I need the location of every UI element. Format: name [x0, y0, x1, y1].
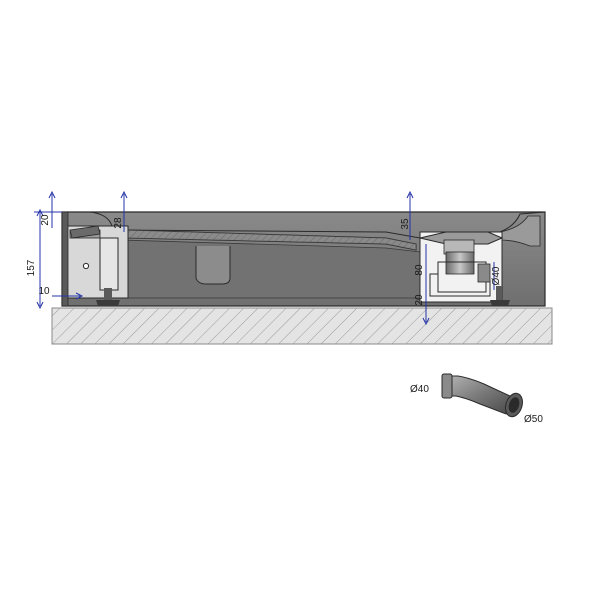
foot-screw-icon: [82, 262, 90, 270]
dim-outlet-dia: Ø40: [491, 266, 502, 285]
elbow-outlet-dia: Ø50: [524, 414, 543, 425]
dim-drain-height: 80: [414, 264, 425, 276]
floor: [51, 307, 553, 345]
dim-drain-top: 35: [400, 218, 411, 230]
elbow-pipe: [441, 373, 523, 418]
drain-assembly: [419, 231, 510, 306]
dim-total-height: 157: [26, 259, 37, 276]
dim-drain-bottom: 20: [414, 294, 425, 306]
elbow-inlet-dia: Ø40: [410, 384, 429, 395]
left-foot-assembly: [61, 211, 129, 307]
dim-rim-height: 20: [40, 214, 51, 226]
dimension-lines: [34, 190, 495, 326]
dim-tray-thickness: 28: [113, 217, 124, 229]
dim-foot-gap: 10: [38, 286, 50, 297]
